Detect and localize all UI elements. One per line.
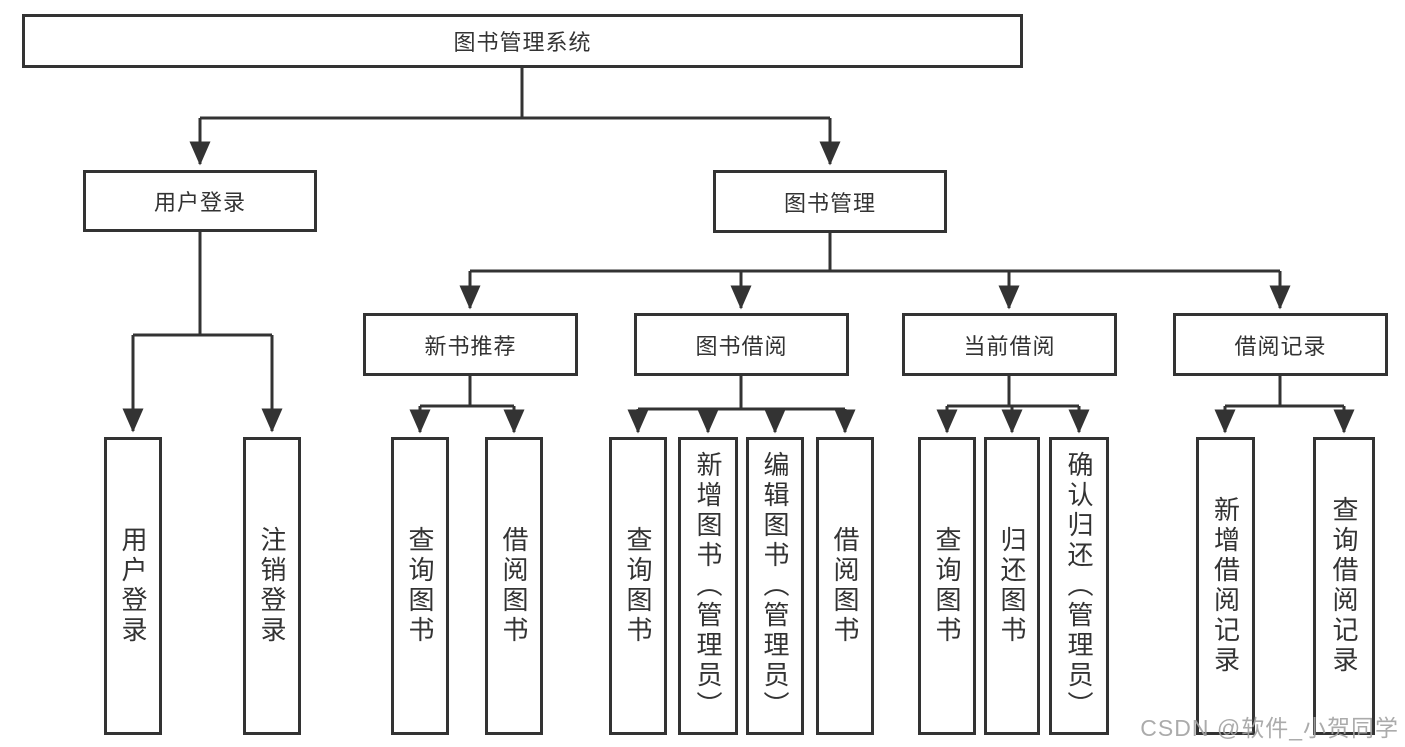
leaf-return-books: 归还图书: [984, 437, 1040, 735]
leaf-query-books-current: 查询图书: [918, 437, 976, 735]
leaf-add-borrow-record: 新增借阅记录: [1196, 437, 1255, 735]
csdn-watermark: CSDN @软件_小贺同学: [1140, 715, 1399, 741]
leaf-add-books-admin: 新增图书（管理员）: [678, 437, 738, 735]
node-root-label: 图书管理系统: [453, 30, 592, 55]
node-user-login: 用户登录: [83, 170, 317, 232]
node-user-login-label: 用户登录: [153, 190, 246, 215]
node-new-book-recommend-label: 新书推荐: [424, 333, 517, 359]
leaf-user-login: 用户登录: [104, 437, 162, 735]
leaf-query-books-recommend: 查询图书: [391, 437, 449, 735]
leaf-borrow-books-borrowing: 借阅图书: [816, 437, 874, 735]
leaf-borrow-books-recommend: 借阅图书: [485, 437, 543, 735]
node-book-borrowing-label: 图书借阅: [695, 333, 788, 359]
node-new-book-recommend: 新书推荐: [363, 313, 578, 376]
leaf-edit-books-admin: 编辑图书（管理员）: [746, 437, 804, 735]
node-root-system: 图书管理系统: [22, 14, 1023, 68]
leaf-query-books-borrowing: 查询图书: [609, 437, 667, 735]
leaf-confirm-return-admin: 确认归还（管理员）: [1049, 437, 1109, 735]
node-book-management: 图书管理: [713, 170, 947, 233]
node-book-borrowing: 图书借阅: [634, 313, 849, 376]
node-current-borrowing: 当前借阅: [902, 313, 1117, 376]
node-borrowing-records-label: 借阅记录: [1234, 333, 1327, 359]
node-book-management-label: 图书管理: [783, 190, 876, 216]
leaf-logout: 注销登录: [243, 437, 301, 735]
node-current-borrowing-label: 当前借阅: [963, 333, 1056, 359]
leaf-query-borrow-record: 查询借阅记录: [1313, 437, 1375, 735]
node-borrowing-records: 借阅记录: [1173, 313, 1388, 376]
